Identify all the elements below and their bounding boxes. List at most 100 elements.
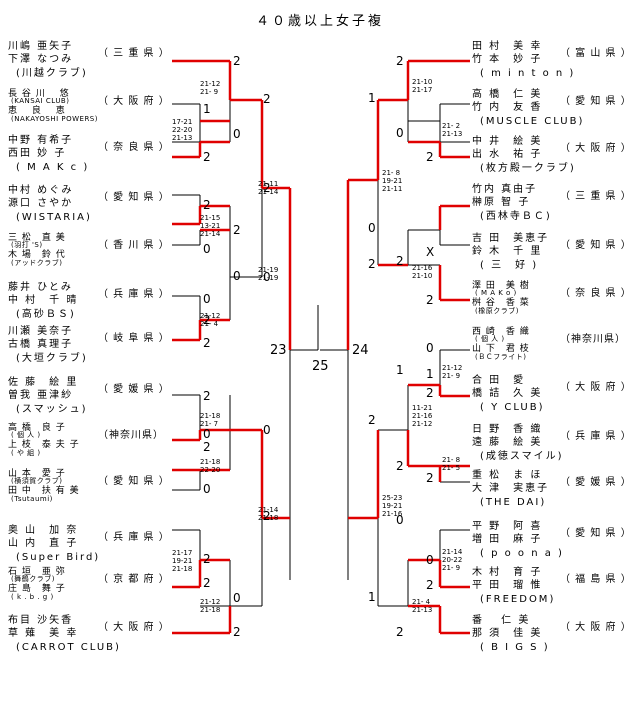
entry-player-1: 川嶋 亜矢子	[8, 39, 73, 52]
entry-prefecture: （ 愛 知 県 ）	[560, 94, 632, 107]
round-score: 1	[368, 590, 376, 604]
entry-player-2: 出 水 祐 子	[472, 147, 542, 160]
round-score: 1	[203, 102, 211, 116]
bracket-lines-red	[172, 59, 470, 635]
round-score: 0	[233, 591, 241, 605]
entry-player-2: 古橋 真理子	[8, 337, 73, 350]
entry-club: ( Y CLUB)	[480, 402, 545, 413]
round-score: 2	[203, 198, 211, 212]
game-score: 21-14	[258, 506, 279, 514]
center-score-mid: 25	[312, 359, 329, 374]
entry-prefecture: （ 京 都 府 ）	[98, 572, 170, 585]
game-score: 21- 8	[382, 169, 400, 177]
game-score: 22-20	[172, 126, 192, 134]
entry-club: (MUSCLE CLUB)	[480, 116, 584, 127]
game-score: 21-13	[442, 130, 462, 138]
round-score: 0	[368, 221, 376, 235]
game-score: 19-21	[382, 177, 402, 185]
entry-prefecture: （ 大 阪 府 ）	[98, 620, 170, 633]
entry-club: (川越クラブ)	[16, 66, 88, 79]
game-score: 21-12	[412, 420, 432, 428]
game-score: 21-14	[258, 188, 279, 196]
game-score: 21-18	[258, 514, 278, 522]
game-score: 21- 9	[200, 88, 218, 96]
entry-player-1: 佐 藤 絵 里	[8, 375, 78, 388]
entry-prefecture: （神奈川県）	[560, 332, 626, 345]
game-score: 21-12	[200, 312, 220, 320]
game-score: 21-18	[200, 458, 220, 466]
entry-player-1: 西 崎 香 織	[472, 325, 530, 337]
entry-player-1: 高 橋 良 子	[8, 421, 66, 433]
entry-player-1: 川瀬 美奈子	[8, 324, 73, 337]
entry-player-2: 西田 妙 子	[8, 146, 66, 159]
entry-prefecture: （ 三 重 県 ）	[98, 46, 170, 59]
entry-prefecture: （ 大 阪 府 ）	[560, 380, 632, 393]
entry-player-2: 草 薙 美 幸	[8, 626, 78, 639]
game-score: 19-21	[172, 557, 192, 565]
game-score: 22-20	[200, 466, 220, 474]
game-score: 11-21	[412, 404, 432, 412]
bracket-lines-black	[172, 100, 470, 607]
game-score: 21-18	[200, 606, 220, 614]
round-score: 0	[233, 127, 241, 141]
right-entries: 田 村 美 幸竹 本 妙 子( m i n t o n )（ 富 山 県 ）高 …	[472, 39, 632, 653]
round-score: 0	[396, 513, 404, 527]
round-score: 0	[233, 269, 241, 283]
entry-prefecture: （ 愛 知 県 ）	[560, 526, 632, 539]
entry-club-2: (ＢＣフライト)	[475, 353, 526, 361]
entry-player-2: 那 須 佳 美	[472, 626, 542, 639]
page-title: ４０歳以上女子複	[255, 14, 384, 29]
entry-club-2: (橡原クラブ)	[475, 306, 519, 315]
game-score: 21- 9	[442, 564, 460, 572]
round-score: 1	[368, 91, 376, 105]
round-score: 0	[426, 341, 434, 355]
entry-player-1: 合 田 愛	[472, 373, 525, 386]
entry-player-1: 田 村 美 幸	[472, 39, 542, 52]
entry-prefecture: （ 兵 庫 県 ）	[98, 530, 170, 543]
entry-club: (Super Bird)	[16, 552, 100, 563]
entry-player-2: 木 場 鈴 代	[8, 248, 66, 260]
game-score: 21-19	[258, 274, 278, 282]
round-score: 2	[396, 459, 404, 473]
round-score: 2	[426, 578, 434, 592]
entry-club-1: (舞鶴クラブ)	[11, 574, 55, 583]
round-score: 1	[426, 367, 434, 381]
round-score: 2	[233, 54, 241, 68]
entry-player-1: 布目 沙矢香	[8, 613, 73, 626]
entry-player-2: 恵 良 恵	[8, 104, 66, 116]
round-score: 0	[203, 242, 211, 256]
entry-club-2: (NAKAYOSHI POWERS)	[11, 115, 98, 123]
game-score: 21-16	[412, 412, 433, 420]
entry-club: (WISTARIA)	[16, 212, 92, 223]
round-score: 0	[203, 427, 211, 441]
game-score: 21- 7	[200, 420, 218, 428]
entry-player-2: 鈴 木 千 里	[472, 244, 542, 257]
game-score: 13-21	[200, 222, 220, 230]
center-score-right: 24	[352, 343, 369, 358]
game-score: 21-19	[258, 266, 278, 274]
entry-prefecture: （ 愛 知 県 ）	[98, 190, 170, 203]
round-score: 1	[396, 363, 404, 377]
round-score: 2	[233, 625, 241, 639]
round-score: 2	[396, 254, 404, 268]
entry-player-1: 重 松 ま ほ	[472, 468, 542, 481]
round-score: 0	[396, 126, 404, 140]
entry-player-2: 山 下 君 枝	[472, 342, 530, 354]
entry-club-2: ( k . b . g )	[11, 593, 54, 601]
entry-player-1: 中 井 絵 美	[472, 134, 542, 147]
entry-player-1: 澤 田 美 樹	[472, 279, 530, 291]
entry-player-2: 竹 内 友 香	[472, 100, 542, 113]
entry-player-2: 榊原 智 子	[472, 195, 530, 208]
entry-prefecture: （ 富 山 県 ）	[560, 46, 632, 59]
entry-prefecture: （ 大 阪 府 ）	[560, 620, 632, 633]
entry-player-1: 番 仁 美	[472, 613, 530, 626]
entry-player-2: 庄 島 舞 子	[8, 582, 66, 594]
entry-prefecture: （ 岐 阜 県 ）	[98, 331, 170, 344]
entry-player-1: 藤井 ひとみ	[8, 280, 73, 293]
entry-prefecture: （ 愛 媛 県 ）	[560, 475, 632, 488]
entry-player-2: 源口 さやか	[8, 196, 73, 209]
round-score: 2	[396, 625, 404, 639]
entry-club-2: (Tsutaumi)	[11, 495, 53, 503]
entry-player-2: 平 田 瑠 惟	[472, 578, 542, 591]
